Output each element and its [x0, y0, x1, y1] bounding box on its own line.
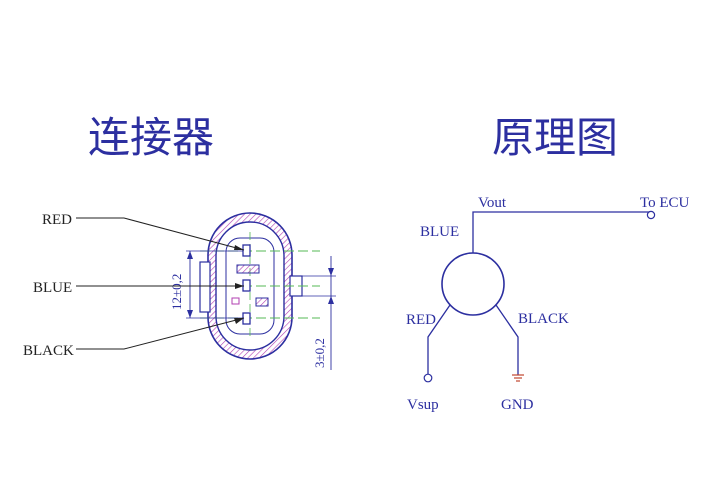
sensor-circle	[441, 252, 505, 316]
connector-drawing: 12±0,2 3±0,2 RED BLUE BLACK	[23, 212, 336, 370]
wire-gnd	[495, 304, 519, 375]
label-black: BLACK	[518, 311, 569, 327]
label-vsup: Vsup	[407, 397, 439, 413]
leader-black-arrow	[234, 318, 244, 324]
label-gnd: GND	[501, 397, 534, 413]
dim12-arrow-bottom	[187, 310, 193, 318]
schematic-drawing: Vout To ECU BLUE RED BLACK Vsup GND	[406, 195, 690, 413]
key-slot-lower	[255, 297, 269, 307]
dim3-arrow-bottom	[328, 296, 334, 304]
connector-title: 连接器	[88, 113, 214, 162]
wire-vsup	[427, 304, 451, 374]
dim3-arrow-top	[328, 268, 334, 276]
pin-label-blue: BLUE	[33, 280, 72, 296]
label-red: RED	[406, 312, 436, 328]
dimension-12: 12±0,2	[169, 274, 184, 310]
leader-red-arrow	[234, 245, 244, 250]
pin-label-red: RED	[42, 212, 72, 228]
key-mark-small	[231, 297, 240, 305]
label-to-ecu: To ECU	[640, 195, 690, 211]
leader-black	[76, 317, 245, 350]
leader-blue-arrow	[235, 283, 244, 289]
leader-red	[76, 217, 245, 251]
terminal-to-ecu	[646, 210, 656, 220]
pin-red	[242, 244, 251, 257]
dim12-arrow-top	[187, 251, 193, 259]
dimension-3: 3±0,2	[312, 338, 327, 368]
connector-left-tab	[199, 261, 211, 313]
label-vout: Vout	[478, 195, 507, 211]
key-slot-upper	[236, 264, 260, 274]
schematic-title: 原理图	[492, 113, 618, 162]
pin-blue	[242, 279, 251, 292]
terminal-vsup	[423, 373, 433, 383]
ground-icon	[512, 374, 524, 382]
label-blue: BLUE	[420, 224, 459, 240]
wire-vout	[472, 211, 650, 253]
pin-label-black: BLACK	[23, 343, 74, 359]
